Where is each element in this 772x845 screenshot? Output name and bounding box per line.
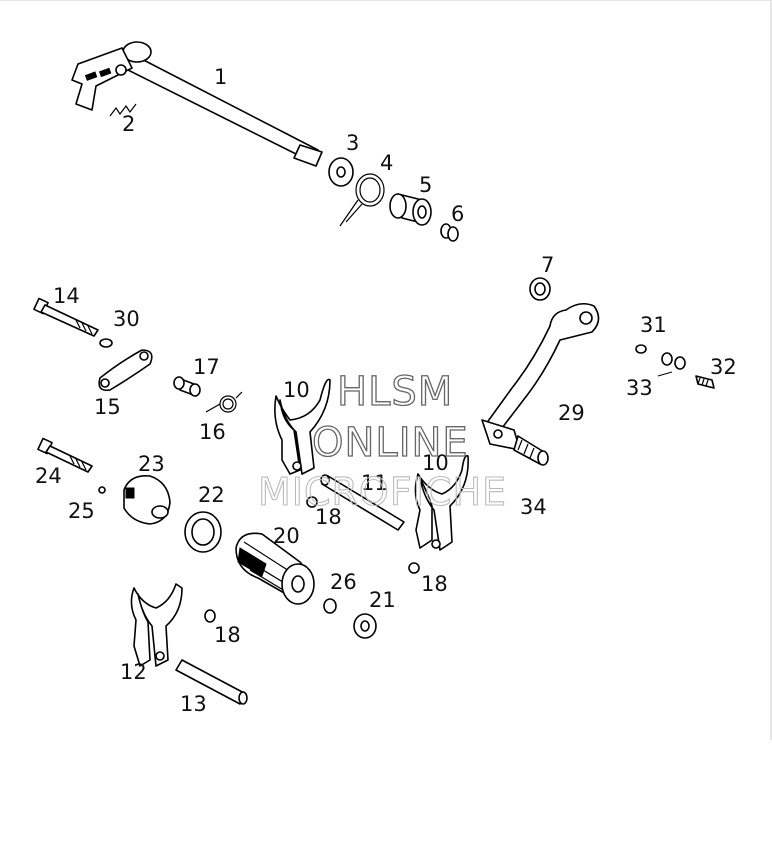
bolt-32 [695,375,715,389]
torsion-spring [205,391,243,413]
callout-2: 2 [122,112,135,136]
callout-34: 34 [520,495,547,519]
fork-shaft-lower [175,659,248,705]
shift-drum [235,532,315,605]
shift-fork-lower [130,583,183,667]
bolt-long [33,297,99,337]
bushing [389,193,432,226]
callout-10-right: 10 [422,451,449,475]
callout-30: 30 [113,307,140,331]
watermark-line2: ONLINE [312,420,469,466]
washer-30 [99,338,113,348]
callout-26: 26 [330,570,357,594]
needle-bearing [353,613,377,639]
callout-1: 1 [214,65,227,89]
shaft-seal [529,277,551,301]
washer [328,157,354,187]
bearing [184,511,222,553]
shift-fork-right [414,455,469,551]
watermark-line3: MICROFICHE [258,470,507,514]
callout-33: 33 [626,376,653,400]
return-spring [339,173,385,227]
spring-small [109,103,137,117]
callout-7: 7 [541,253,554,277]
shift-shaft [71,41,323,167]
fork-shaft-upper [320,474,405,531]
pedal-tip [513,435,549,466]
callout-31: 31 [640,313,667,337]
callout-24: 24 [35,464,62,488]
callout-15: 15 [94,395,121,419]
callout-18-lower: 18 [214,623,241,647]
callout-labels: 1 2 3 4 5 6 7 14 30 15 17 16 10 11 10 18… [35,65,737,716]
callout-3: 3 [346,131,359,155]
callout-14: 14 [53,284,80,308]
callout-16: 16 [199,420,226,444]
callout-6: 6 [451,202,464,226]
callout-25: 25 [68,499,95,523]
small-nut [98,486,106,494]
watermark: HLSM ONLINE MICROFICHE [257,368,507,514]
callout-22: 22 [198,483,225,507]
pin-18-right [408,562,420,574]
locking-lever [98,349,153,392]
shift-fork-upper [274,378,331,475]
callout-11: 11 [361,471,388,495]
sleeve [173,376,201,397]
callout-29: 29 [558,401,585,425]
callout-18-upper: 18 [315,505,342,529]
seal-ring [440,223,459,242]
callout-12: 12 [120,660,147,684]
callout-23: 23 [138,452,165,476]
washer-33 [657,352,686,377]
washer-31 [635,344,647,354]
callout-18-right: 18 [421,572,448,596]
washer-26 [323,598,337,614]
callout-13: 13 [180,692,207,716]
pin-18-lower [204,609,216,623]
callout-17: 17 [193,355,220,379]
screw-24 [37,437,93,473]
pin-18-upper [306,496,318,508]
watermark-line1: HLSM [337,369,453,415]
callout-20: 20 [273,524,300,548]
shift-pedal [481,302,600,451]
callout-32: 32 [710,355,737,379]
callout-10-upper: 10 [283,378,310,402]
callout-4: 4 [380,151,393,175]
callout-5: 5 [419,173,432,197]
callout-21: 21 [369,588,396,612]
shift-cam [123,474,171,525]
